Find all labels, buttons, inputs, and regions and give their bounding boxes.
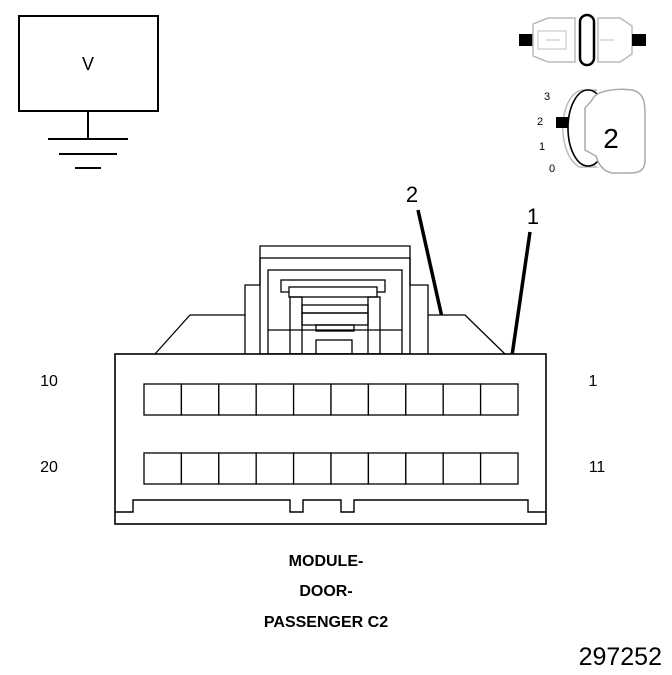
terminal-bottom-cavity <box>330 452 370 485</box>
terminal-top-cavity <box>330 383 370 416</box>
terminal-top-cavity <box>292 383 332 416</box>
connector-c2: 10 1 20 11 <box>40 245 606 525</box>
terminal-bottom-cavity <box>367 452 407 485</box>
terminal-bottom-cavity <box>180 452 220 485</box>
voltmeter: V <box>18 15 159 169</box>
terminal-bottom-cavity <box>442 452 482 485</box>
terminal-row-top <box>143 383 519 416</box>
terminal-bottom-cavity <box>405 452 444 485</box>
fuse-icon <box>519 13 646 67</box>
caption-line-2: DOOR- <box>299 583 352 600</box>
ignition-key-switch: 3 2 1 0 2 <box>537 88 646 175</box>
terminal-bottom-cavity <box>479 452 519 485</box>
caption-line-1: MODULE- <box>289 553 364 570</box>
terminal-top-cavity <box>405 383 444 416</box>
figure-number: 297252 <box>579 643 662 671</box>
terminal-row-bottom <box>143 452 519 485</box>
callout-1-label: 1 <box>527 204 539 229</box>
caption-line-3: PASSENGER C2 <box>264 614 388 631</box>
terminal-top-cavity <box>255 383 295 416</box>
terminal-bottom-cavity <box>255 452 295 485</box>
terminal-top-cavity <box>479 383 519 416</box>
pin-label-1: 1 <box>589 373 598 390</box>
connector-caption: MODULE- DOOR- PASSENGER C2 <box>264 553 388 631</box>
key-position-2: 2 <box>537 116 543 128</box>
key-number: 2 <box>603 123 619 154</box>
terminal-top-cavity <box>143 383 183 416</box>
pin-label-20: 20 <box>40 459 58 476</box>
ground-icon <box>48 138 128 169</box>
voltmeter-box <box>18 15 159 112</box>
terminal-top-cavity <box>442 383 482 416</box>
pin-label-11: 11 <box>589 459 606 476</box>
connector-body <box>114 353 547 525</box>
key-position-1: 1 <box>539 141 545 153</box>
callout-2-label: 2 <box>406 182 418 207</box>
key-position-3: 3 <box>544 91 550 103</box>
terminal-bottom-cavity <box>218 452 257 485</box>
connector-key-ridge <box>115 499 546 513</box>
voltmeter-label: V <box>82 54 94 74</box>
terminal-top-cavity <box>367 383 407 416</box>
terminal-bottom-cavity <box>292 452 332 485</box>
key-icon <box>556 88 646 174</box>
terminal-top-cavity <box>180 383 220 416</box>
terminal-bottom-cavity <box>143 452 183 485</box>
key-position-0: 0 <box>549 163 555 175</box>
terminal-top-cavity <box>218 383 257 416</box>
connector-latch <box>154 245 506 355</box>
pin-label-10: 10 <box>40 373 58 390</box>
